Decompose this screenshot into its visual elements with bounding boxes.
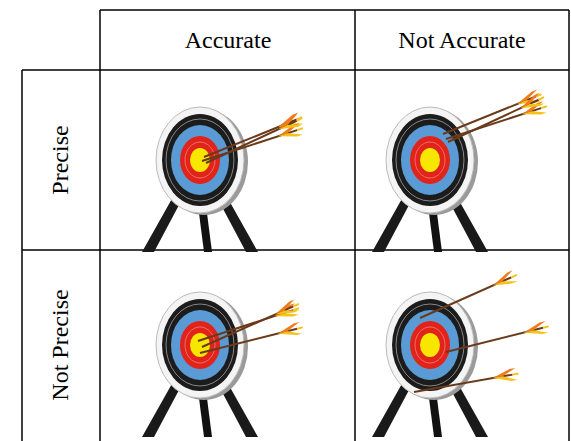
column-header: Not Accurate [398, 28, 525, 52]
target-not-accurate-not-precise [372, 269, 550, 437]
target-not-accurate-precise [372, 89, 549, 252]
target-accurate-not-precise [142, 292, 304, 437]
grid-lines [22, 10, 569, 441]
target-accurate-precise [142, 107, 305, 252]
row-header: Precise [48, 125, 72, 194]
column-header: Accurate [185, 28, 272, 52]
row-header: Not Precise [48, 289, 72, 400]
